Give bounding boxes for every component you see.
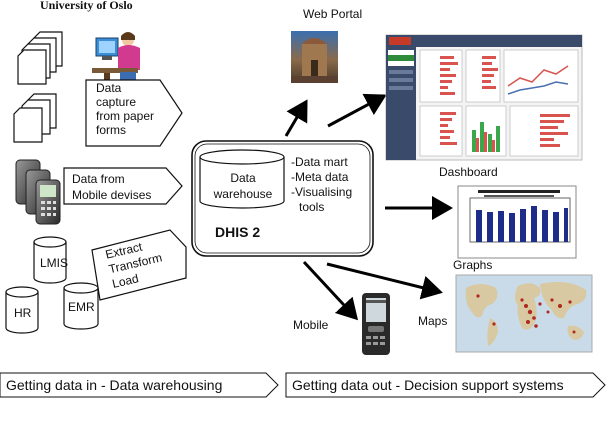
feature-visualising: -Visualising (291, 185, 353, 199)
dhis2-features: -Data mart -Meta data -Visualising tools (291, 155, 371, 215)
mobile-label: Mobile (293, 318, 329, 332)
mobile-data-line-1: Data from (72, 172, 125, 186)
graph-image (457, 185, 577, 259)
world-map-image (455, 274, 593, 353)
institution-name: University of Oslo (40, 0, 133, 12)
mobile-data-label: Data from Mobile devises (72, 171, 172, 203)
footer-left-label: Getting data in - Data warehousing (6, 377, 223, 393)
warehouse-line-1: Data (230, 171, 256, 185)
etl-shape (91, 229, 187, 301)
maps-label: Maps (418, 314, 448, 328)
feature-tools: tools (299, 200, 325, 214)
db-lmis-label: LMIS (40, 256, 69, 270)
dashboard-image (385, 34, 583, 161)
output-arrows (284, 93, 453, 321)
dashboard-label: Dashboard (439, 165, 498, 179)
data-warehouse-cylinder (199, 149, 285, 209)
data-warehouse-label: Data warehouse (212, 170, 274, 202)
database-cylinders (5, 236, 99, 334)
person-at-computer-icon (92, 32, 140, 82)
warehouse-line-2: warehouse (213, 187, 273, 201)
mobile-phones-icon (15, 159, 61, 225)
web-portal-label: Web Portal (303, 7, 363, 21)
db-hr-label: HR (14, 306, 32, 320)
paper-capture-line-3: forms (96, 123, 126, 137)
bottom-banner-left (0, 372, 279, 398)
system-name: DHIS 2 (215, 224, 261, 240)
feature-meta-data: -Meta data (291, 170, 349, 184)
paper-capture-line-1: Data capture (96, 81, 137, 109)
footer-right-label: Getting data out - Decision support syst… (292, 377, 564, 393)
graphs-label: Graphs (453, 258, 493, 272)
paper-forms-icon (13, 31, 63, 143)
paper-capture-label: Data capture from paper forms (96, 81, 164, 137)
paper-capture-shape (85, 79, 183, 147)
mobile-data-line-2: Mobile devises (72, 188, 152, 202)
web-portal-image (291, 31, 338, 83)
mobile-phone-image (362, 293, 390, 355)
paper-capture-line-2: from paper (96, 109, 155, 123)
mobile-data-shape (63, 167, 183, 205)
bottom-banner-right (285, 372, 606, 398)
feature-data-mart: -Data mart (291, 155, 348, 169)
db-emr-label: EMR (68, 300, 95, 314)
